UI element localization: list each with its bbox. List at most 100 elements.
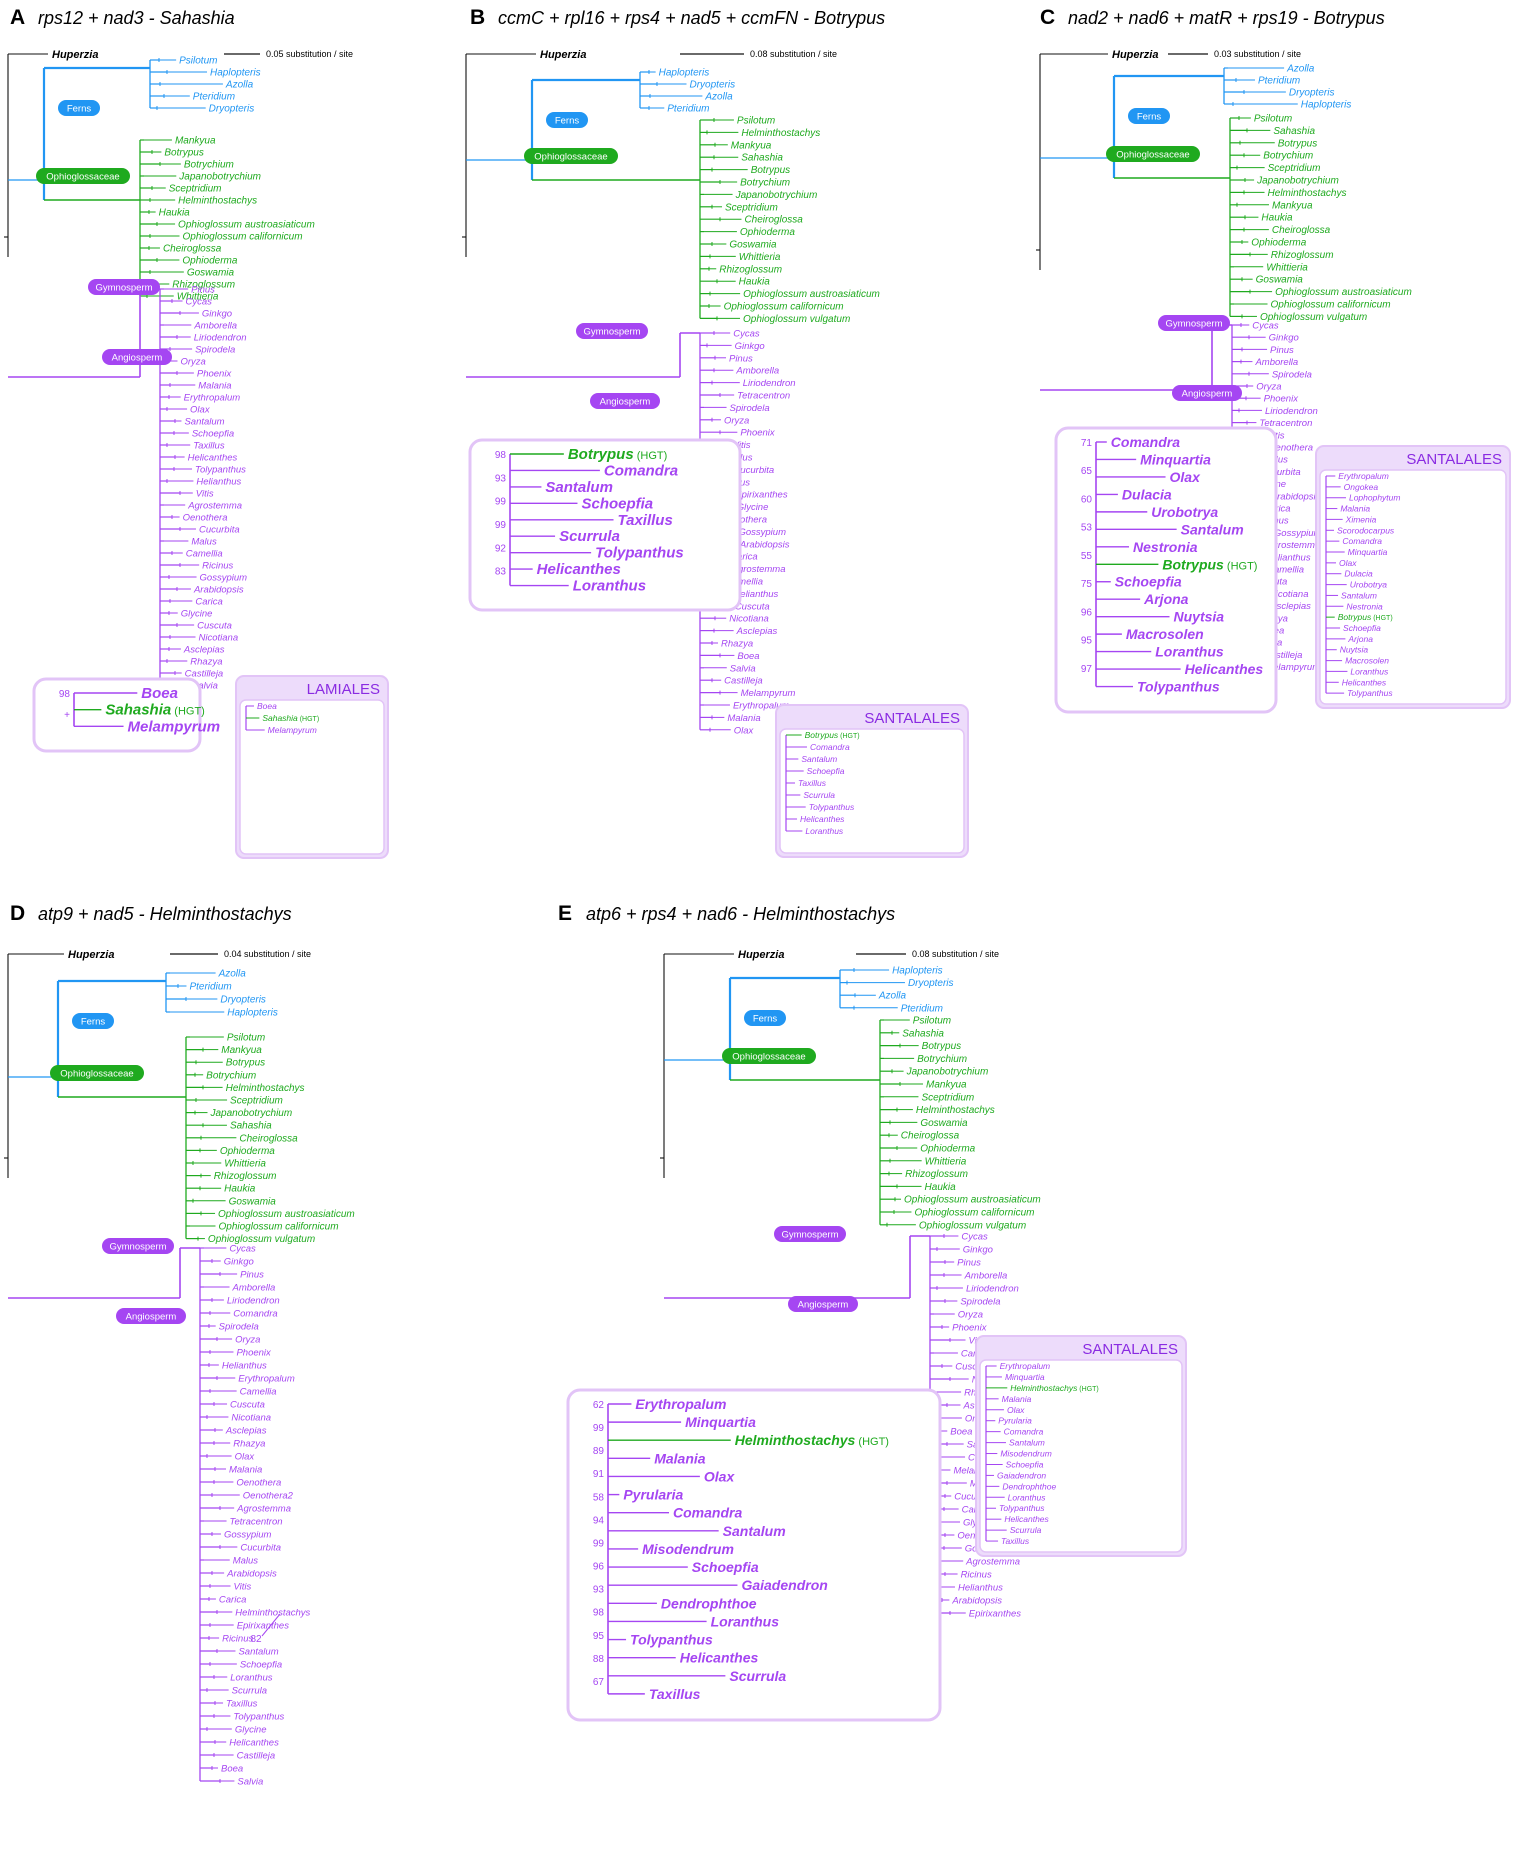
scale-label: 0.03 substitution / site xyxy=(1214,49,1301,59)
box-taxon: Olax xyxy=(1007,1405,1025,1415)
taxon-label: Cucurbita xyxy=(1260,467,1301,478)
angio-clade-label: Angiosperm xyxy=(798,1300,849,1311)
taxon-label: Castilleja xyxy=(724,676,763,687)
inset-taxon: Comandra xyxy=(1111,434,1180,450)
taxon-label: Arabidopsis xyxy=(951,1596,1002,1607)
inset-taxon: Macrosolen xyxy=(1126,626,1204,642)
taxon-label: Nicotiana xyxy=(729,614,769,625)
highlight-box-inner xyxy=(1319,469,1507,705)
box-taxon: Macrosolen xyxy=(1345,656,1389,666)
inset-taxon: Dendrophthoe xyxy=(661,1595,757,1611)
taxon-label: Sahashia xyxy=(902,1028,944,1039)
taxon-label: Epirixanthes xyxy=(969,1609,1022,1620)
panel-letter: D xyxy=(10,902,25,925)
highlight-box-inner xyxy=(779,728,965,854)
taxon-label: Rhizoglossum xyxy=(214,1171,277,1182)
taxon-label: Ophioderma xyxy=(920,1144,975,1155)
inset-taxon: Taxillus xyxy=(618,512,673,529)
box-taxon: Erythropalum xyxy=(1000,1361,1051,1371)
bootstrap-value: 60 xyxy=(1081,494,1093,505)
scale-label: 0.05 substitution / site xyxy=(266,49,353,59)
taxon-label: Ricinus xyxy=(202,561,233,572)
bootstrap-value: 82 xyxy=(250,1634,262,1645)
hgt-tag: (HGT) xyxy=(1077,1386,1098,1393)
box-taxon: Botrypus (HGT) xyxy=(1338,612,1393,622)
box-taxon: Dulacia xyxy=(1344,569,1373,579)
taxon-label: Ophioderma xyxy=(740,227,795,238)
taxon-label: Helianthus xyxy=(733,589,778,600)
inset-box: Botrypus (HGT)ComandraSantalumSchoepfiaT… xyxy=(468,438,742,612)
taxon-label: Botrypus xyxy=(751,165,790,176)
angio-clade-label: Angiosperm xyxy=(600,397,651,408)
box-taxon: Comandra xyxy=(1342,536,1382,546)
box-taxon: Erythropalum xyxy=(1338,471,1389,481)
taxon-label: Helianthus xyxy=(222,1361,267,1372)
taxon-label: Phoenix xyxy=(197,369,233,380)
gymno-clade-badge xyxy=(102,1238,174,1254)
box-taxon: Scurrula xyxy=(803,790,835,800)
hgt-tag: (HGT) xyxy=(298,716,319,723)
taxon-label: Sahashia xyxy=(1273,126,1315,137)
gymno-clade-label: Gymnosperm xyxy=(95,283,152,294)
taxon-label: Pinus xyxy=(240,1270,264,1281)
taxon-label: Dryopteris xyxy=(220,995,266,1006)
box-taxon: Tolypanthus xyxy=(999,1503,1045,1513)
taxon-label: Malania xyxy=(198,381,231,392)
taxon-label: Malus xyxy=(233,1556,259,1567)
taxon-label: Vitis xyxy=(196,489,214,500)
inset-taxon: Santalum xyxy=(545,479,613,496)
taxon-label: Dryopteris xyxy=(1289,88,1335,99)
box-taxon: Scorodocarpus xyxy=(1337,525,1395,535)
taxon-label: Tolypanthus xyxy=(195,465,246,476)
ferns-clade-label: Ferns xyxy=(753,1014,778,1025)
taxon-label: Amborella xyxy=(735,366,779,377)
taxon-label: Sceptridium xyxy=(230,1096,283,1107)
bootstrap-value: 99 xyxy=(495,520,507,531)
taxon-label: Rhizoglossum xyxy=(172,280,235,291)
taxon-label: Epirixanthes xyxy=(237,1621,290,1632)
taxon-label: Carica xyxy=(219,1595,246,1606)
taxon-label: Boea xyxy=(221,1764,243,1775)
taxon-label: Botrychium xyxy=(184,160,234,171)
taxon-label: Helianthus xyxy=(958,1583,1003,1594)
ophio-clade-label: Ophioglossaceae xyxy=(46,172,119,183)
inset-taxon: Helicanthes xyxy=(1185,661,1264,677)
taxon-label: Botrychium xyxy=(206,1070,256,1081)
inset-taxon: Schoepfia xyxy=(1115,574,1182,590)
ferns-clade-badge xyxy=(1128,108,1170,124)
inset-taxon: Urobotrya xyxy=(1151,504,1218,520)
bootstrap-value: 96 xyxy=(593,1562,605,1573)
taxon-label: Pinus xyxy=(191,285,215,296)
angio-clade-badge xyxy=(116,1308,186,1324)
taxon-label: Ginkgo xyxy=(224,1257,254,1268)
inset-taxon: Misodendrum xyxy=(642,1541,734,1557)
taxon-label: Ricinus xyxy=(222,1634,253,1645)
taxon-label: Pteridium xyxy=(901,1003,943,1014)
inset-taxon: Nuytsia xyxy=(1174,609,1225,625)
taxon-label: Psilotum xyxy=(179,56,217,67)
angio-clade-badge xyxy=(102,349,172,365)
panel-title: nad2 + nad6 + matR + rps19 - Botrypus xyxy=(1068,8,1385,28)
taxon-label: Agrostemma xyxy=(187,501,242,512)
taxon-label: Sahashia xyxy=(741,153,783,164)
taxon-label: Ophioglossum austroasiaticum xyxy=(178,220,315,231)
taxon-label: Cuscuta xyxy=(735,601,770,612)
highlight-box-title: LAMIALES xyxy=(307,681,380,698)
box-taxon: Nestronia xyxy=(1346,601,1383,611)
ferns-clade-label: Ferns xyxy=(67,104,92,115)
taxon-label: Helminthostachys xyxy=(1268,188,1347,199)
taxon-label: Rhizoglossum xyxy=(905,1169,968,1180)
taxon-label: Cuscuta xyxy=(197,621,232,632)
taxon-label: Carica xyxy=(195,597,222,608)
box-taxon: Olax xyxy=(1339,558,1357,568)
taxon-label: Ginkgo xyxy=(1269,333,1299,344)
bootstrap-value: 58 xyxy=(593,1492,605,1503)
taxon-label: Botrypus xyxy=(1278,138,1317,149)
highlight-box: SANTALALESErythropalumMinquartiaHelminth… xyxy=(975,1335,1187,1557)
taxon-label: Ginkgo xyxy=(735,341,765,352)
taxon-label: Azolla xyxy=(1286,64,1315,75)
taxon-label: Tetracentron xyxy=(1259,418,1312,429)
taxon-label: Gossypium xyxy=(738,527,786,538)
gymno-clade-label: Gymnosperm xyxy=(583,327,640,338)
